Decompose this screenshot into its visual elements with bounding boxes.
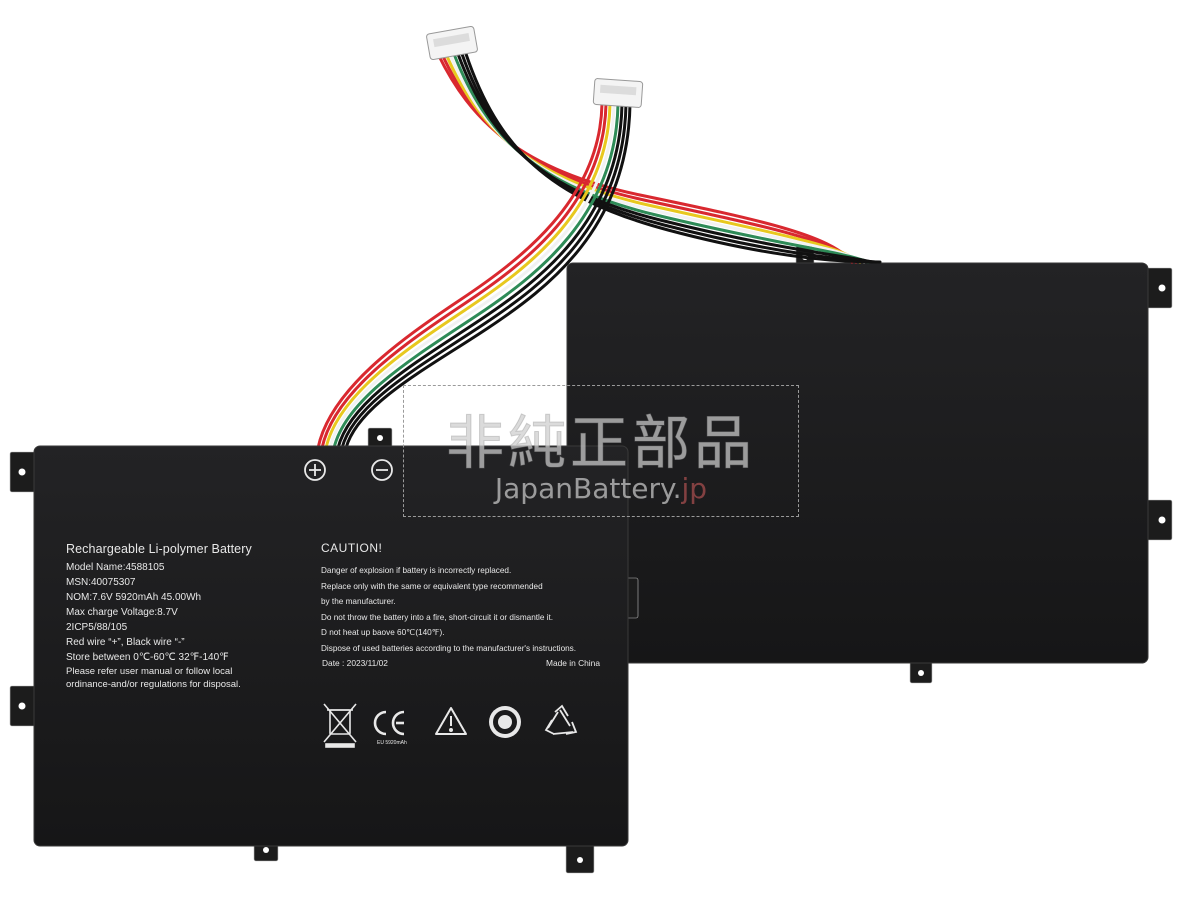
caution-label: CAUTION! Danger of explosion if battery … (321, 541, 611, 657)
watermark: 非純正部品 JapanBattery.jp (403, 385, 799, 517)
spec-max-charge: Max charge Voltage:8.7V (66, 607, 178, 618)
disposal-note-2: ordinance-and/or regulations for disposa… (66, 679, 241, 690)
spec-model-name: Model Name:4588105 (66, 562, 165, 573)
country-of-origin: Made in China (545, 658, 600, 668)
battery-title: Rechargeable Li-polymer Battery (66, 542, 252, 556)
spec-msn: MSN:40075307 (66, 577, 136, 588)
watermark-kanji: 非純正部品 (445, 409, 756, 478)
recycle-arrows-icon (544, 704, 578, 735)
front-battery (9, 427, 639, 874)
watermark-site-tld: jp (681, 472, 708, 505)
spec-cell-code: 2ICP5/88/105 (66, 622, 128, 633)
manufacture-date: Date : 2023/11/02 (322, 658, 388, 668)
warning-triangle-icon (435, 707, 467, 735)
weee-bin-icon (323, 703, 357, 748)
plus-terminal-icon (304, 459, 326, 481)
wire-harness (316, 26, 882, 450)
caution-heading: CAUTION! (321, 541, 383, 555)
caution-line: Dispose of used batteries according to t… (321, 643, 577, 653)
battery-spec-label: Rechargeable Li-polymer Battery Model Na… (66, 542, 316, 691)
ce-mark-icon (373, 710, 405, 736)
caution-line: D not heat up baove 60℃(140℉). (321, 628, 445, 638)
date-origin-row: Date : 2023/11/02 Made in China (322, 658, 600, 668)
disposal-note-1: Please refer user manual or follow local (66, 666, 233, 677)
watermark-site-main: JapanBattery. (494, 472, 682, 505)
watermark-site: JapanBattery.jp (404, 472, 798, 505)
spec-storage-temp: Store between 0℃-60℃ 32℉-140℉ (66, 652, 229, 663)
recycle-badge-icon (489, 706, 521, 738)
caution-line: Danger of explosion if battery is incorr… (321, 566, 512, 575)
connector-middle (592, 78, 644, 108)
caution-line: by the manufacturer. (321, 597, 396, 607)
spec-nominal: NOM:7.6V 5920mAh 45.00Wh (66, 592, 202, 603)
minus-terminal-icon (371, 459, 393, 481)
caution-line: Replace only with the same or equivalent… (321, 581, 543, 591)
ce-caption: EU 5920mAh (377, 740, 407, 746)
spec-wire-polarity: Red wire “+”, Black wire “-” (66, 637, 185, 648)
connector-top (426, 26, 478, 60)
caution-line: Do not throw the battery into a fire, sh… (321, 612, 554, 622)
